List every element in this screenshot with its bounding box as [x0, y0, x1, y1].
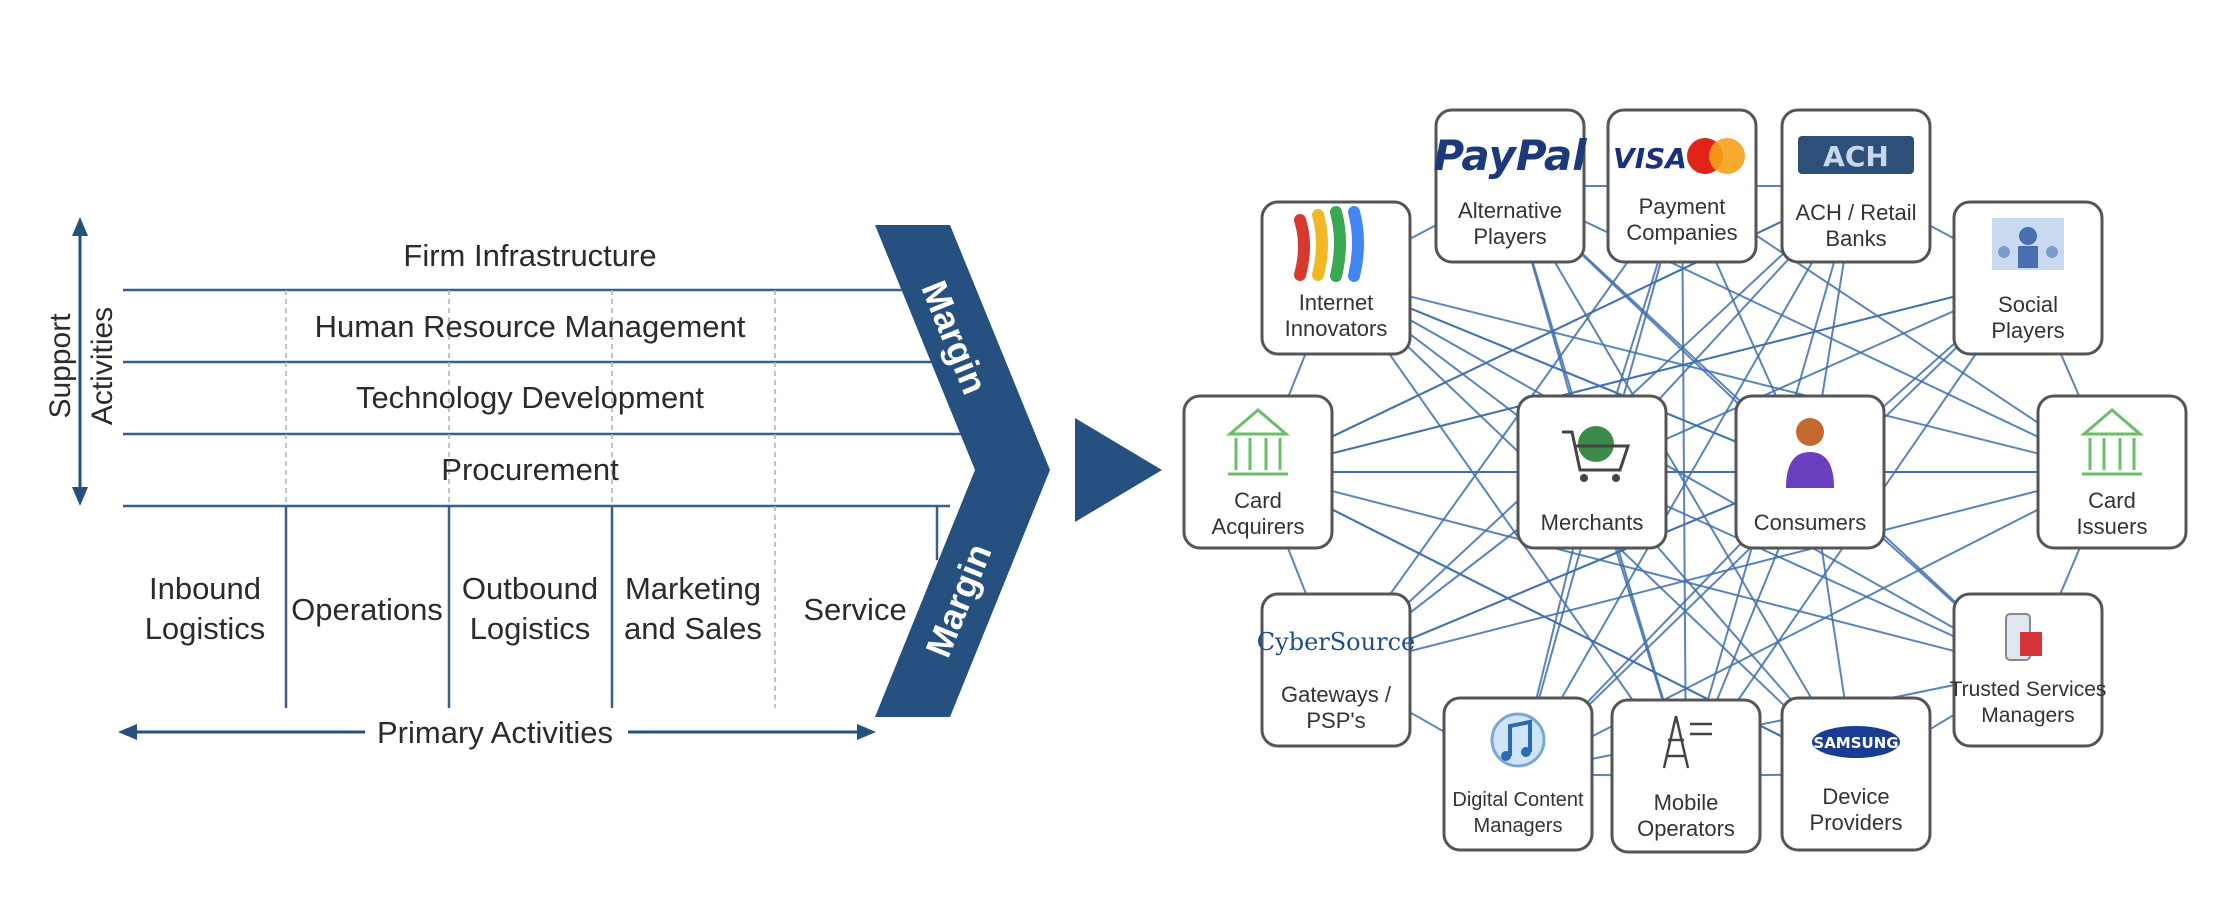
cell-tower-icon	[1662, 715, 1712, 769]
node-issuers: Card Issuers	[2036, 394, 2188, 550]
shopping-cart-globe-icon	[1562, 426, 1631, 482]
margin-chevron	[875, 225, 1050, 717]
node-label-line2: Companies	[1626, 220, 1737, 245]
node-label-line1: Consumers	[1754, 510, 1866, 535]
node-label-line2: Managers	[1981, 704, 2074, 727]
connection-line	[1257, 471, 2029, 671]
node-mobile: Mobile Operators	[1610, 698, 1762, 854]
primary-marketing-line1: Marketing	[625, 571, 761, 606]
primary-activities-label: Primary Activities	[377, 715, 613, 750]
node-label-line2: PSP's	[1306, 708, 1365, 733]
node-label-line2: Managers	[1474, 815, 1563, 837]
node-label-line1: Mobile	[1654, 790, 1719, 815]
connection-line	[1517, 669, 2029, 775]
connection-line	[1335, 277, 2113, 473]
node-label-line2: Operators	[1637, 816, 1735, 841]
ach-logo-icon: ACH	[1798, 136, 1914, 174]
node-gateways: CyberSource Gateways / PSP's	[1257, 592, 1415, 748]
primary-inbound-line2: Logistics	[145, 611, 266, 646]
primary-operations: Operations	[291, 592, 443, 627]
support-row-technology: Technology Development	[356, 380, 704, 415]
transition-arrow	[1075, 418, 1162, 522]
primary-outbound-line1: Outbound	[462, 571, 598, 606]
node-internet: Internet Innovators	[1260, 200, 1412, 356]
node-label-line1: ACH / Retail	[1795, 200, 1916, 225]
node-consumers: Consumers	[1734, 394, 1886, 550]
connection-line	[1335, 277, 1687, 777]
paypal-logo-icon: PayPal	[1433, 131, 1587, 180]
node-tsm: Trusted Services Managers	[1950, 592, 2107, 748]
google-wallet-logo-icon	[1294, 206, 1364, 282]
node-paypal: PayPal Alternative Players	[1433, 108, 1587, 264]
node-label-line1: Alternative	[1458, 198, 1562, 223]
node-merchants: Merchants	[1516, 394, 1668, 550]
samsung-text: SAMSUNG	[1813, 734, 1898, 752]
primary-activities-arrow	[118, 724, 876, 740]
bank-building-icon	[1225, 408, 1291, 476]
node-label-line1: Device	[1822, 784, 1889, 809]
node-acquirers: Card Acquirers	[1182, 394, 1334, 550]
cybersource-logo-icon: CyberSource	[1257, 628, 1415, 656]
connection-line	[1681, 185, 1687, 777]
node-label-line1: Card	[2088, 488, 2136, 513]
connection-line	[1517, 185, 1857, 775]
primary-column-dividers	[284, 506, 939, 708]
node-label-line2: Issuers	[2077, 514, 2148, 539]
node-label-line1: Trusted Services	[1950, 678, 2107, 701]
node-label-line2: Innovators	[1285, 316, 1388, 341]
connection-line	[1335, 185, 1683, 671]
visa-mastercard-logo-icon: VISA	[1613, 138, 1745, 175]
support-dashed-dividers	[285, 290, 776, 506]
node-label-line1: Merchants	[1541, 510, 1644, 535]
support-row-procurement: Procurement	[441, 452, 619, 487]
support-activities-arrow	[72, 217, 88, 506]
itunes-note-icon	[1490, 712, 1546, 768]
node-label-line1: Social	[1998, 292, 2058, 317]
node-label-line2: Players	[1473, 224, 1546, 249]
visa-text: VISA	[1613, 142, 1687, 175]
node-ach: ACH ACH / Retail Banks	[1780, 108, 1932, 264]
node-label-line1: Digital Content	[1452, 789, 1584, 811]
node-label-line2: Players	[1991, 318, 2064, 343]
support-activities-label-line1: Support	[44, 313, 77, 419]
node-device: SAMSUNG Device Providers	[1780, 696, 1932, 852]
connection-line	[1335, 277, 1811, 473]
value-chain: Support Activities Firm Infrastructure H…	[44, 217, 1050, 750]
person-icon	[1786, 418, 1834, 488]
primary-marketing-line2: and Sales	[624, 611, 762, 646]
ecosystem: PayPal Alternative Players VISA Payment …	[1182, 108, 2188, 854]
support-row-hrm: Human Resource Management	[315, 309, 746, 344]
ach-text: ACH	[1823, 140, 1889, 173]
primary-service: Service	[803, 592, 906, 627]
support-row-firm-infrastructure: Firm Infrastructure	[403, 238, 656, 273]
node-label-line1: Card	[1234, 488, 1282, 513]
samsung-logo-icon: SAMSUNG	[1812, 726, 1900, 758]
connection-line	[1257, 277, 2029, 473]
connection-line	[1335, 277, 2029, 671]
phone-card-icon	[2005, 613, 2042, 661]
node-label-line1: Internet	[1299, 290, 1374, 315]
primary-outbound-line2: Logistics	[470, 611, 591, 646]
bank-building-icon	[2079, 408, 2145, 476]
node-label-line1: Payment	[1639, 194, 1726, 219]
node-payment: VISA Payment Companies	[1606, 108, 1758, 264]
primary-inbound-line1: Inbound	[149, 571, 261, 606]
node-social: Social Players	[1952, 200, 2104, 356]
node-digital: Digital Content Managers	[1442, 696, 1594, 852]
node-label-line2: Banks	[1825, 226, 1886, 251]
node-label-line2: Acquirers	[1212, 514, 1305, 539]
connection-line	[1335, 471, 2113, 671]
support-activities-label-line2: Activities	[86, 307, 119, 425]
connection-line	[1335, 471, 1811, 671]
node-label-line2: Providers	[1810, 810, 1903, 835]
social-people-icon	[1992, 218, 2064, 270]
node-label-line1: Gateways /	[1281, 682, 1392, 707]
